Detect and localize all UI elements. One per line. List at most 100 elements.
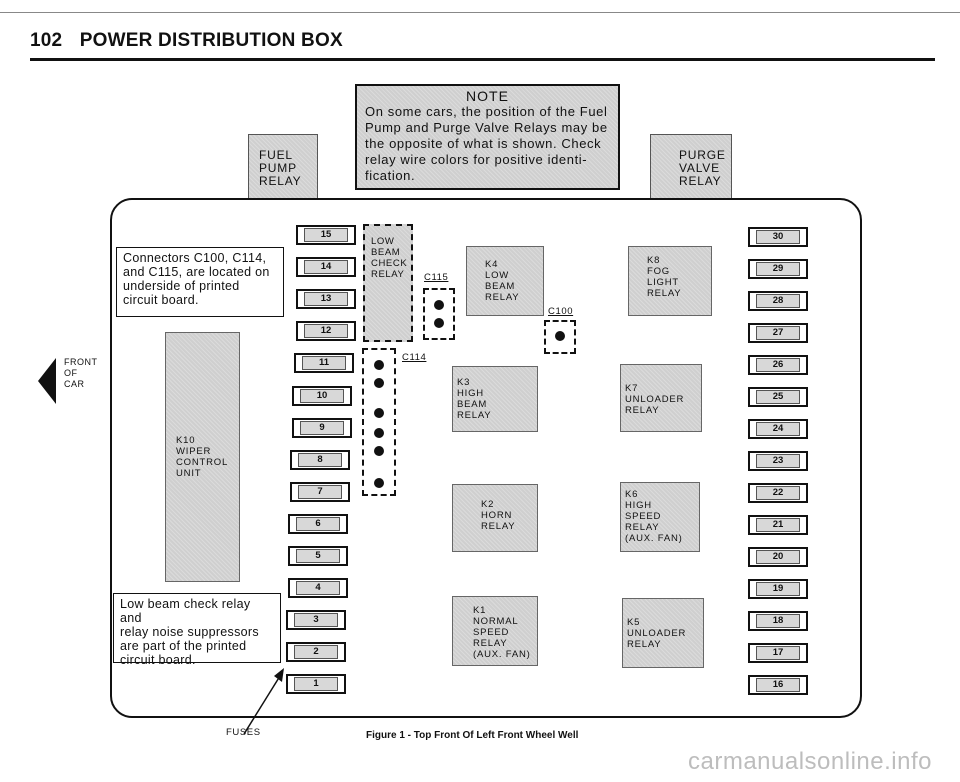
fuse-28: 28 [748, 291, 808, 311]
low-beam-check-relay: LOW BEAM CHECK RELAY [363, 224, 413, 342]
fuses-label: FUSES [226, 727, 261, 738]
fuse-label: 15 [304, 228, 348, 242]
fuse-label: 7 [298, 485, 342, 499]
relay-text: RELAY [457, 410, 492, 421]
relay-text: K8 [647, 255, 661, 266]
pin-dot [374, 360, 384, 370]
fuse-1: 1 [286, 674, 346, 694]
relay-text: HIGH [625, 500, 652, 511]
fuse-15: 15 [296, 225, 356, 245]
note-line: On some cars, the position of the Fuel [365, 104, 608, 119]
fuse-22: 22 [748, 483, 808, 503]
power-distribution-box-outline [110, 198, 862, 718]
c114-connector [362, 348, 396, 496]
note-line: the opposite of what is shown. Check [365, 136, 602, 151]
pin-dot [374, 408, 384, 418]
note-title: NOTE [466, 88, 509, 104]
k10-wiper-control-unit: K10 WIPER CONTROL UNIT [165, 332, 240, 582]
pin-dot [434, 318, 444, 328]
fuel-pump-relay: FUEL PUMP RELAY [248, 134, 318, 200]
fuse-label: 2 [294, 645, 338, 659]
note-line: fication. [365, 168, 416, 183]
fuse-17: 17 [748, 643, 808, 663]
k5-unloader-relay: K5 UNLOADER RELAY [622, 598, 704, 668]
pin-dot [374, 428, 384, 438]
k8-fog-light-relay: K8 FOG LIGHT RELAY [628, 246, 712, 316]
callout-line: Low beam check relay and [120, 597, 251, 625]
fuse-label: 30 [756, 230, 800, 244]
fuse-10: 10 [292, 386, 352, 406]
fuse-label: 12 [304, 324, 348, 338]
front-text: OF [64, 368, 78, 378]
fuse-6: 6 [288, 514, 348, 534]
front-arrow-icon [38, 358, 56, 404]
fuse-label: 3 [294, 613, 338, 627]
relay-text: SPEED [625, 511, 662, 522]
fuse-label: 22 [756, 486, 800, 500]
relay-text: BEAM [457, 399, 488, 410]
watermark: carmanualsonline.info [688, 748, 932, 775]
relay-text: RELAY [679, 174, 722, 188]
front-of-car-label: FRONT OF CAR [64, 357, 98, 390]
fuse-14: 14 [296, 257, 356, 277]
pin-dot [374, 446, 384, 456]
fuse-29: 29 [748, 259, 808, 279]
fuse-label: 18 [756, 614, 800, 628]
fuse-30: 30 [748, 227, 808, 247]
callout-line: are part of the printed [120, 639, 247, 653]
low-beam-callout: Low beam check relay and relay noise sup… [113, 593, 281, 667]
note-box: NOTE On some cars, the position of the F… [355, 84, 620, 190]
relay-text: K4 [485, 259, 499, 270]
relay-text: WIPER [176, 446, 212, 457]
k1-normal-speed-relay: K1 NORMAL SPEED RELAY (AUX. FAN) [452, 596, 538, 666]
fuse-16: 16 [748, 675, 808, 695]
fuse-label: 9 [300, 421, 344, 435]
relay-text: (AUX. FAN) [625, 533, 683, 544]
fuse-label: 16 [756, 678, 800, 692]
k4-low-beam-relay: K4 LOW BEAM RELAY [466, 246, 544, 316]
relay-text: LOW [371, 236, 395, 247]
relay-text: HIGH [457, 388, 484, 399]
relay-text: RELAY [627, 639, 662, 650]
header-rule [30, 58, 935, 61]
fuse-23: 23 [748, 451, 808, 471]
c114-label: C114 [402, 352, 427, 363]
c115-label: C115 [424, 272, 449, 283]
fuse-21: 21 [748, 515, 808, 535]
relay-text: PURGE [679, 148, 726, 162]
pin-dot [374, 378, 384, 388]
relay-text: HORN [481, 510, 513, 521]
figure-caption: Figure 1 - Top Front Of Left Front Wheel… [366, 730, 579, 741]
relay-text: SPEED [473, 627, 510, 638]
fuse-label: 13 [304, 292, 348, 306]
relay-text: LOW [485, 270, 510, 281]
pin-dot [374, 478, 384, 488]
callout-line: relay noise suppressors [120, 625, 259, 639]
fuse-label: 1 [294, 677, 338, 691]
fuse-13: 13 [296, 289, 356, 309]
relay-text: RELAY [259, 174, 302, 188]
fuse-label: 10 [300, 389, 344, 403]
fuse-label: 27 [756, 326, 800, 340]
fuse-12: 12 [296, 321, 356, 341]
c100-connector [544, 320, 576, 354]
fuses-pointer-arrow-icon [243, 668, 284, 735]
relay-text: RELAY [647, 288, 682, 299]
relay-text: K10 [176, 435, 196, 446]
fuse-label: 4 [296, 581, 340, 595]
relay-text: RELAY [473, 638, 508, 649]
relay-text: BEAM [371, 247, 401, 258]
c100-label: C100 [548, 306, 574, 317]
fuse-label: 21 [756, 518, 800, 532]
relay-text: K6 [625, 489, 639, 500]
fuse-20: 20 [748, 547, 808, 567]
page-title: POWER DISTRIBUTION BOX [79, 30, 343, 51]
fuse-26: 26 [748, 355, 808, 375]
connectors-callout: Connectors C100, C114, and C115, are loc… [116, 247, 284, 317]
fuse-label: 23 [756, 454, 800, 468]
relay-text: K1 [473, 605, 487, 616]
fuse-label: 11 [302, 356, 346, 370]
fuse-2: 2 [286, 642, 346, 662]
fuse-3: 3 [286, 610, 346, 630]
fuse-label: 8 [298, 453, 342, 467]
